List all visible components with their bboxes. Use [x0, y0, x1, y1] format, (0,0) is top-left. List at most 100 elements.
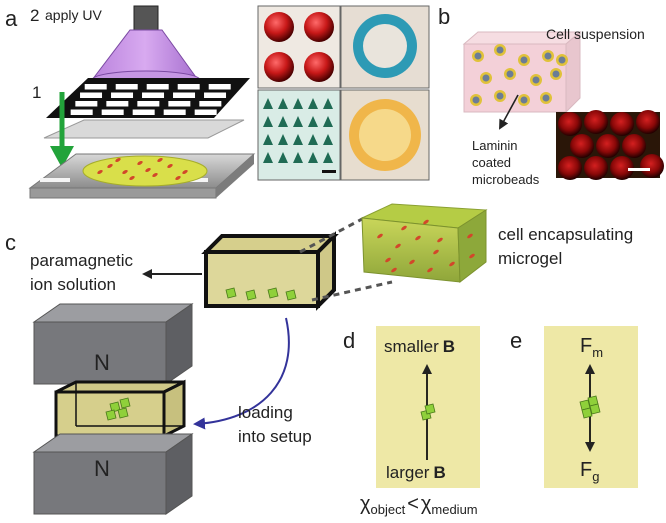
mask-window	[132, 109, 155, 115]
microgel-label-line-1: cell encapsulating	[498, 225, 633, 244]
d-microgel	[420, 403, 436, 421]
cell-dot	[385, 257, 391, 263]
pyramid-shape	[293, 152, 303, 163]
panel-c: c paramagnetic ion solution cell enc	[5, 203, 633, 515]
pyramid-shape	[323, 152, 333, 163]
loading-label-line-2: into setup	[238, 427, 312, 446]
cell-dot	[145, 167, 151, 173]
cell-dot	[415, 235, 421, 241]
bead-scale-bar	[628, 168, 650, 171]
pyramid-shape	[293, 116, 303, 127]
bead-image	[570, 134, 594, 158]
solution-label-line-1: paramagnetic	[30, 251, 134, 270]
micrograph-yellow-disc	[340, 89, 430, 181]
bead-pointer-arrow	[499, 94, 519, 130]
mask-window	[199, 101, 222, 107]
pyramid-shape	[323, 116, 333, 127]
bead-image	[636, 110, 660, 134]
cell-dot	[427, 267, 433, 273]
bottom-magnet	[32, 433, 194, 515]
bead-image	[610, 112, 634, 136]
bead-image	[610, 156, 634, 180]
sample-holder	[54, 379, 186, 439]
mask-window	[106, 101, 129, 107]
panel-e-label: e	[510, 328, 522, 353]
cell-dot	[409, 259, 415, 265]
bead-core	[520, 96, 528, 104]
bottom-magnet-pole: N	[94, 456, 110, 481]
loading-label-line-1: loading	[238, 403, 293, 422]
gel-cells	[97, 157, 188, 181]
zoom-line-top	[299, 216, 365, 254]
bead-core	[496, 46, 504, 54]
top-magnet-pole: N	[94, 350, 110, 375]
micrograph-pyramid-array	[257, 89, 341, 181]
panel-a: a 2 apply UV 1	[5, 5, 430, 199]
pyramid-shape	[263, 152, 273, 163]
bead-core	[552, 70, 560, 78]
microbeads	[470, 44, 568, 106]
pyramid-shape	[278, 134, 288, 145]
mask-window	[177, 84, 200, 90]
microgel-label-line-2: microgel	[498, 249, 562, 268]
pyramid-shape	[278, 98, 288, 109]
mask-window	[146, 84, 169, 90]
bead-image	[558, 156, 582, 180]
micrograph-red-wells	[257, 5, 341, 89]
bead-core	[482, 74, 490, 82]
mask-window	[75, 101, 98, 107]
panel-b: b Cell suspension Laminin coated microbe…	[438, 4, 664, 187]
cell-dot	[469, 253, 475, 259]
pyramid-shape	[323, 98, 333, 109]
bead-image	[640, 154, 664, 178]
uv-lamp	[91, 5, 201, 90]
microgel-slab	[360, 203, 488, 283]
pyramid-shape	[308, 152, 318, 163]
bead-image	[596, 134, 620, 158]
bead-label-line-2: coated	[472, 155, 511, 170]
cell-dot	[167, 163, 173, 169]
cell-dot	[107, 163, 113, 169]
mask-window	[208, 84, 231, 90]
e-microgel	[579, 395, 601, 419]
bead-image	[584, 110, 608, 134]
force-magnetic-label: Fm	[580, 335, 603, 360]
force-gravity-label: Fg	[580, 459, 599, 484]
photomask	[46, 78, 250, 118]
cell-dot	[377, 233, 383, 239]
glass-plate	[43, 119, 245, 139]
bead-core	[532, 76, 540, 84]
bead-core	[506, 70, 514, 78]
mask-window	[173, 92, 196, 98]
cell-dot	[122, 169, 128, 175]
cell-dot	[437, 237, 443, 243]
cell-dot	[401, 225, 407, 231]
cell-dot	[395, 243, 401, 249]
pyramid-shape	[263, 98, 273, 109]
pyramid-shape	[308, 116, 318, 127]
susceptibility-relation: χobject<χmedium	[360, 493, 478, 517]
mask-window	[168, 101, 191, 107]
micrograph-blue-ring	[340, 5, 430, 89]
cell-dot	[129, 175, 135, 181]
cell-dot	[433, 249, 439, 255]
mask-window	[115, 84, 138, 90]
step-2-number: 2	[30, 6, 39, 25]
bead-label-line-1: Laminin	[472, 138, 518, 153]
pyramid-shape	[263, 134, 273, 145]
mask-window	[70, 109, 93, 115]
cell-dot	[175, 175, 181, 181]
bead-core	[474, 52, 482, 60]
panel-b-label: b	[438, 4, 450, 29]
bead-image	[622, 134, 646, 158]
cell-dot	[137, 160, 143, 166]
mask-window	[204, 92, 227, 98]
solution-container	[201, 231, 339, 311]
bead-core	[472, 96, 480, 104]
bead-label-line-3: microbeads	[472, 172, 540, 187]
cell-dot	[97, 169, 103, 175]
cell-dot	[182, 169, 188, 175]
